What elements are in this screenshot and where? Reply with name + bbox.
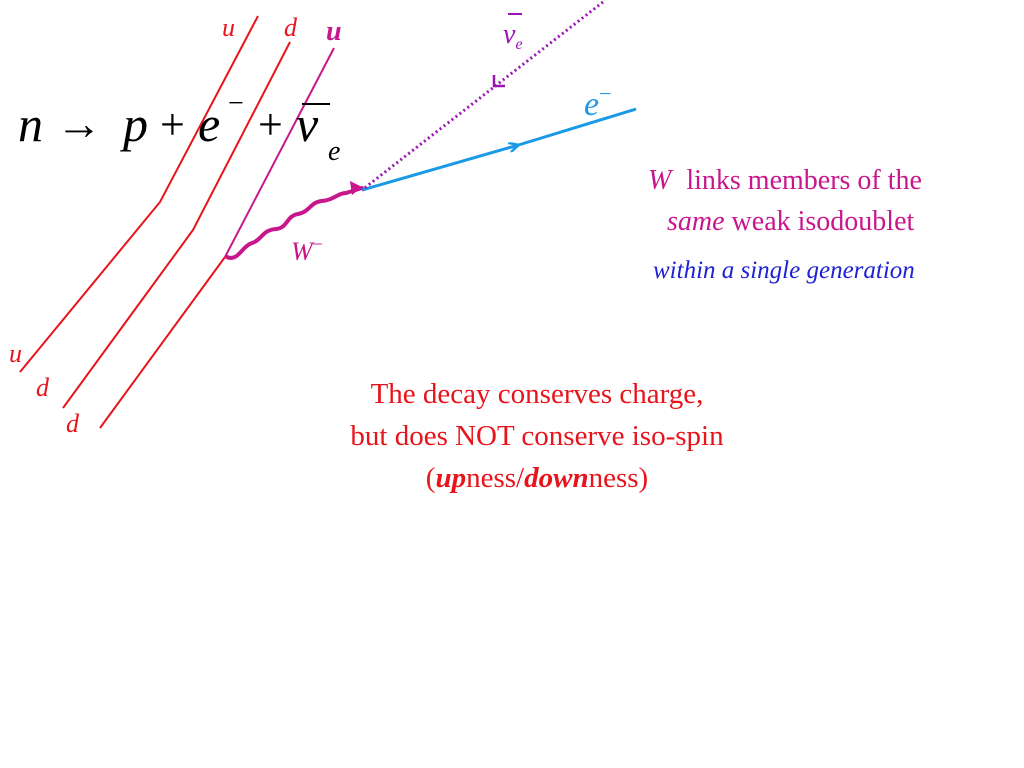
eq-nu-sub: e (328, 136, 340, 167)
w-boson-label: W− (291, 234, 323, 266)
w-note-line3: within a single generation (653, 257, 915, 284)
decay-note-up: up (435, 462, 467, 494)
label-top-u2: u (326, 16, 342, 47)
label-bottom-u: u (9, 339, 22, 368)
label-bottom-d2: d (66, 409, 80, 438)
eq-e-charge: − (228, 88, 244, 119)
decay-note-down: down (524, 462, 589, 494)
w-note-isodoublet: weak isodoublet (731, 206, 915, 237)
electron-line (361, 146, 515, 192)
eq-nu: ν (296, 96, 319, 152)
eq-arrow: → (56, 98, 102, 149)
label-top-u1: u (222, 13, 235, 42)
decay-note-line2: but does NOT conserve iso-spin (350, 420, 724, 452)
antineutrino-line (361, 0, 604, 192)
w-boson-line (225, 186, 364, 260)
w-note-symbol: W (648, 165, 672, 196)
quark-line-u-outgoing (224, 47, 335, 258)
eq-plus2: + (258, 100, 283, 149)
decay-equation: n → p + e − + ν e (18, 88, 340, 167)
label-top-d1: d (284, 13, 298, 42)
decay-note: The decay conserves charge, but does NOT… (300, 373, 774, 499)
w-note-rest: links members of the (686, 165, 922, 196)
electron-label: e− (584, 81, 612, 123)
decay-note-line3: (upness/downness) (425, 462, 649, 494)
w-note-same: same (667, 206, 725, 237)
electron-line-end (511, 107, 637, 149)
antineutrino-label: νe (503, 19, 523, 53)
eq-p: p (120, 96, 148, 152)
antineutrino-arrowhead (492, 75, 505, 88)
eq-n: n (18, 96, 43, 152)
decay-note-line1: The decay conserves charge, (370, 378, 704, 410)
w-arrowhead (350, 181, 362, 195)
quark-line-d-to-u (99, 256, 226, 429)
w-note-line2: same weak isodoublet (667, 206, 914, 238)
quark-line-u (19, 15, 259, 373)
eq-plus1: + (160, 100, 185, 149)
quark-line-d-upper (62, 41, 291, 409)
w-note-line1: W links members of the (648, 165, 922, 197)
label-bottom-d1: d (36, 373, 50, 402)
eq-e: e (198, 96, 220, 152)
